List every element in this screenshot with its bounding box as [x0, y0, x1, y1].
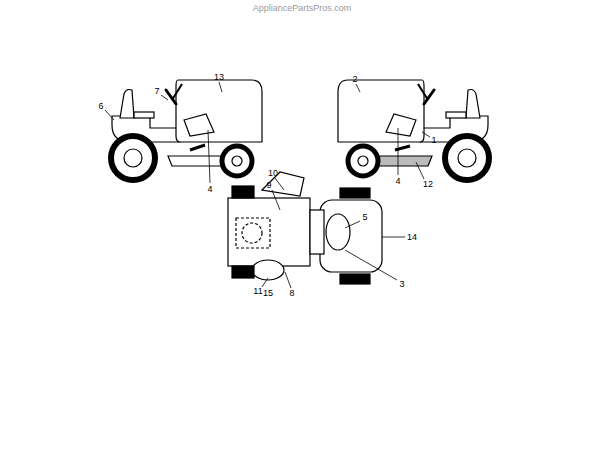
callout-number: 4	[207, 185, 212, 194]
callout-number: 9	[266, 181, 271, 190]
callout-number: 12	[423, 180, 433, 189]
callout-number: 2	[352, 75, 357, 84]
callout-number: 13	[214, 73, 224, 82]
callout-number: 7	[154, 87, 159, 96]
callout-number: 3	[399, 280, 404, 289]
callout-number: 6	[98, 102, 103, 111]
callout-number: 4	[395, 177, 400, 186]
callout-number: 15	[263, 289, 273, 298]
callout-number: 1	[431, 136, 436, 145]
callout-number: 11	[253, 287, 262, 296]
callout-number: 14	[407, 233, 417, 242]
callout-number: 10	[268, 169, 278, 178]
callout-number: 8	[289, 289, 294, 298]
callout-number: 5	[362, 213, 367, 222]
watermark: AppliancePartsPros.com	[253, 4, 352, 13]
